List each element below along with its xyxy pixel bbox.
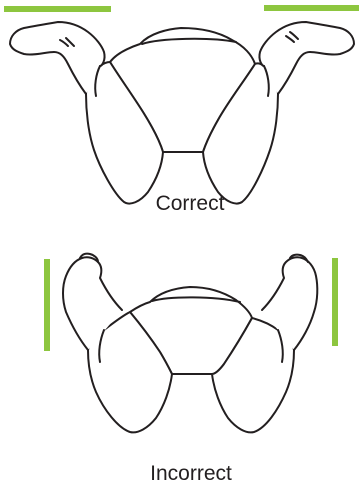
correct-right-indicator-bar (264, 5, 359, 11)
incorrect-left-indicator-bar (44, 259, 50, 351)
incorrect-figure: Incorrect (44, 254, 338, 485)
correct-right-shin (259, 22, 354, 94)
correct-left-indicator-bar (4, 6, 111, 12)
correct-left-shin (10, 22, 105, 94)
correct-figure: Correct (4, 5, 359, 215)
incorrect-caption: Incorrect (150, 462, 232, 485)
correct-caption: Correct (156, 192, 225, 215)
incorrect-right-indicator-bar (332, 258, 338, 346)
